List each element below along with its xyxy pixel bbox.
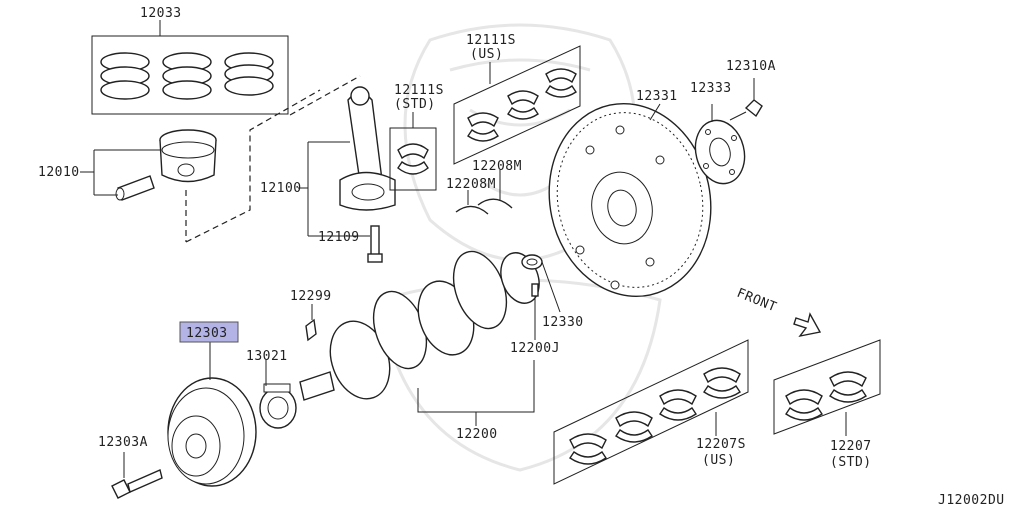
reinforcement-plate[interactable]: 12333 xyxy=(689,81,751,189)
crank-pin[interactable]: 12200J xyxy=(510,283,560,356)
highlight-box xyxy=(179,321,239,343)
main-bearing-std[interactable]: 12207 (STD) xyxy=(773,339,881,470)
label-rod-bearing-std: 12111S xyxy=(394,83,444,98)
piston-rings[interactable]: 12033 xyxy=(91,6,289,115)
bearing-shell-3 xyxy=(545,68,577,98)
piston[interactable]: 12010 xyxy=(38,75,361,243)
label-rod-bearing-std-note: (STD) xyxy=(394,97,436,112)
crankshaft[interactable]: 12200 xyxy=(299,244,546,442)
crank-pulley[interactable]: 12303 xyxy=(167,321,257,487)
main-shell-1 xyxy=(569,433,607,465)
label-thrust-washer-upper: 12208M xyxy=(472,159,522,174)
rod-bearing-std[interactable]: 12111S (STD) xyxy=(389,83,444,191)
connecting-rod[interactable]: 12100 xyxy=(260,86,396,236)
label-main-bearing-us-note: (US) xyxy=(702,453,735,468)
ring-set-1 xyxy=(100,52,150,100)
front-indicator: FRONT xyxy=(735,286,822,338)
pilot-bushing[interactable]: 12330 xyxy=(521,254,584,330)
std-shell-1 xyxy=(785,389,823,421)
label-main-bearing-std: 12207 xyxy=(830,439,872,454)
label-crank-pin: 12200J xyxy=(510,341,560,356)
ring-set-3 xyxy=(224,52,274,96)
main-shell-4 xyxy=(703,367,741,399)
pulley-bolt[interactable]: 12303A xyxy=(98,435,163,499)
thrust-washer-upper[interactable]: 12208M xyxy=(472,159,522,209)
label-pilot-bushing: 12330 xyxy=(542,315,584,330)
label-piston-rings: 12033 xyxy=(140,6,182,21)
label-piston: 12010 xyxy=(38,165,80,180)
rod-bearing-us[interactable]: 12111S (US) xyxy=(453,33,581,165)
label-main-bearing-us: 12207S xyxy=(696,437,746,452)
label-crank-key: 12299 xyxy=(290,289,332,304)
label-pulley-bolt: 12303A xyxy=(98,435,148,450)
main-shell-2 xyxy=(615,411,653,443)
flywheel[interactable]: 12331 xyxy=(532,88,729,311)
label-rod-bolt: 12109 xyxy=(318,230,360,245)
label-rod-bearing-us: 12111S xyxy=(466,33,516,48)
label-crankshaft: 12200 xyxy=(456,427,498,442)
label-flywheel: 12331 xyxy=(636,89,678,104)
flywheel-bolt[interactable]: 12310A xyxy=(726,59,776,121)
label-main-bearing-std-note: (STD) xyxy=(830,455,872,470)
main-shell-3 xyxy=(659,389,697,421)
rod-bolt[interactable]: 12109 xyxy=(308,225,383,263)
bearing-shell-1 xyxy=(467,112,499,142)
label-flywheel-bolt: 12310A xyxy=(726,59,776,74)
label-reinforcement-plate: 12333 xyxy=(690,81,732,96)
thrust-washer-lower[interactable]: 12208M xyxy=(446,177,496,215)
front-arrow-icon xyxy=(793,312,822,338)
sprocket[interactable]: 13021 xyxy=(246,349,297,429)
label-sprocket: 13021 xyxy=(246,349,288,364)
std-shell-2 xyxy=(829,371,867,403)
main-bearing-us[interactable]: 12207S (US) xyxy=(553,339,749,485)
front-label: FRONT xyxy=(735,286,779,316)
label-thrust-washer-lower: 12208M xyxy=(446,177,496,192)
ring-set-2 xyxy=(162,52,212,100)
bearing-shell-2 xyxy=(507,90,539,120)
diagram-code: J12002DU xyxy=(938,493,1005,508)
crank-key[interactable]: 12299 xyxy=(290,289,332,342)
label-connecting-rod: 12100 xyxy=(260,181,302,196)
label-rod-bearing-us-note: (US) xyxy=(470,47,503,62)
label-crank-pulley: 12303 xyxy=(186,326,228,341)
